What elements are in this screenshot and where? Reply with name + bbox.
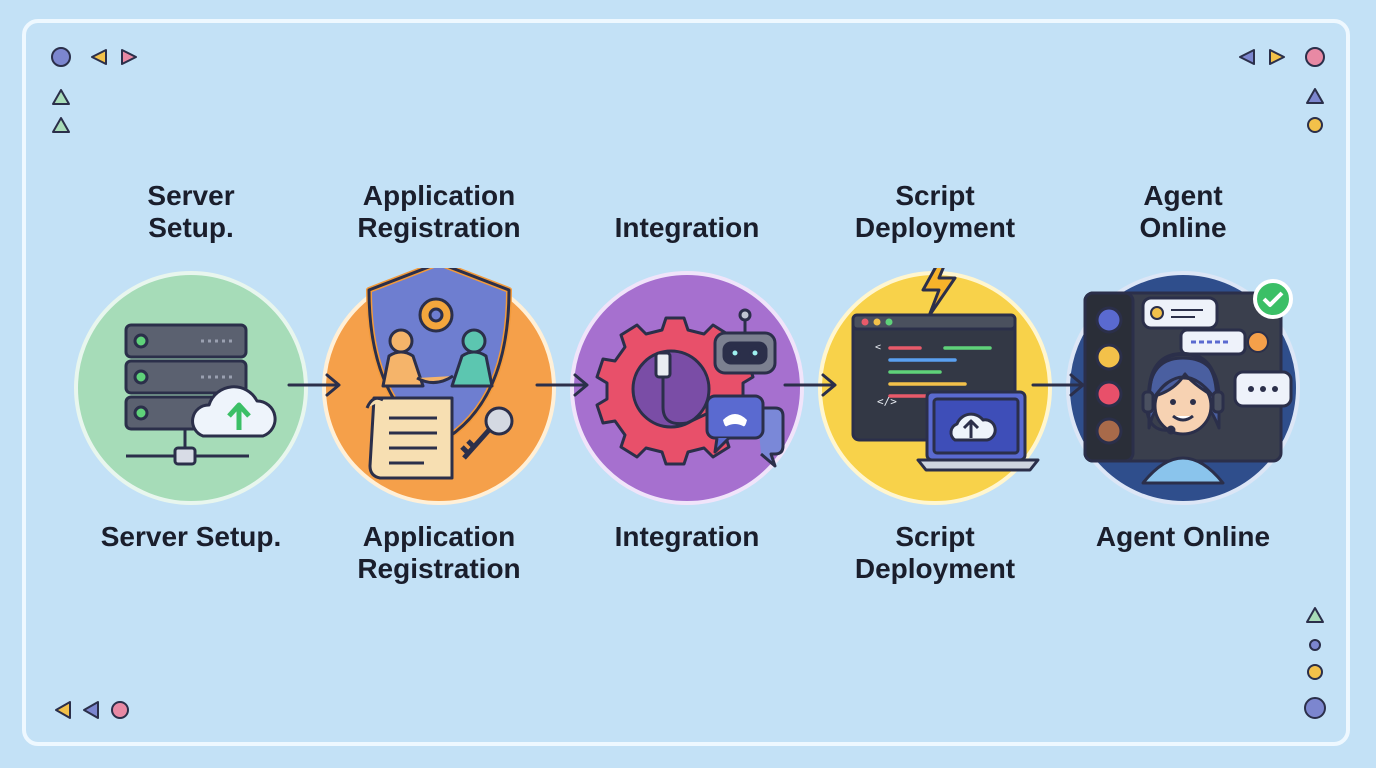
arrow-4-to-5 <box>1031 373 1085 397</box>
shield-handshake-key-icon <box>365 268 514 480</box>
arrow-2-to-3 <box>535 373 589 397</box>
stage-5-agent-online <box>1066 271 1300 505</box>
stage-1-server-setup <box>74 271 308 505</box>
svg-text:</>: </> <box>877 395 897 408</box>
stage-3-bottom-label: Integration <box>614 521 760 552</box>
stage-1-bottom-label: Server Setup. <box>100 521 282 552</box>
decoration-bottom-right <box>1304 607 1326 719</box>
stage-3-integration <box>570 271 804 505</box>
server-cloud-upload-icon <box>124 323 277 466</box>
code-window-laptop-icon: </> < <box>851 268 1040 472</box>
stage-3-top-label: Integration <box>614 212 760 243</box>
decoration-top-left <box>51 47 137 133</box>
stage-2-application-registration <box>322 268 556 505</box>
svg-text:<: < <box>875 342 881 353</box>
frame-border <box>22 19 1350 746</box>
decoration-bottom-left <box>55 701 129 719</box>
gear-bot-chat-icon <box>595 308 785 468</box>
stage-4-script-deployment: </> < <box>818 268 1052 505</box>
decoration-top-right <box>1239 47 1325 133</box>
agent-headset-chat-icon <box>1083 279 1293 485</box>
arrow-3-to-4 <box>783 373 837 397</box>
stage-5-bottom-label: Agent Online <box>1095 521 1271 552</box>
arrow-1-to-2 <box>287 373 341 397</box>
